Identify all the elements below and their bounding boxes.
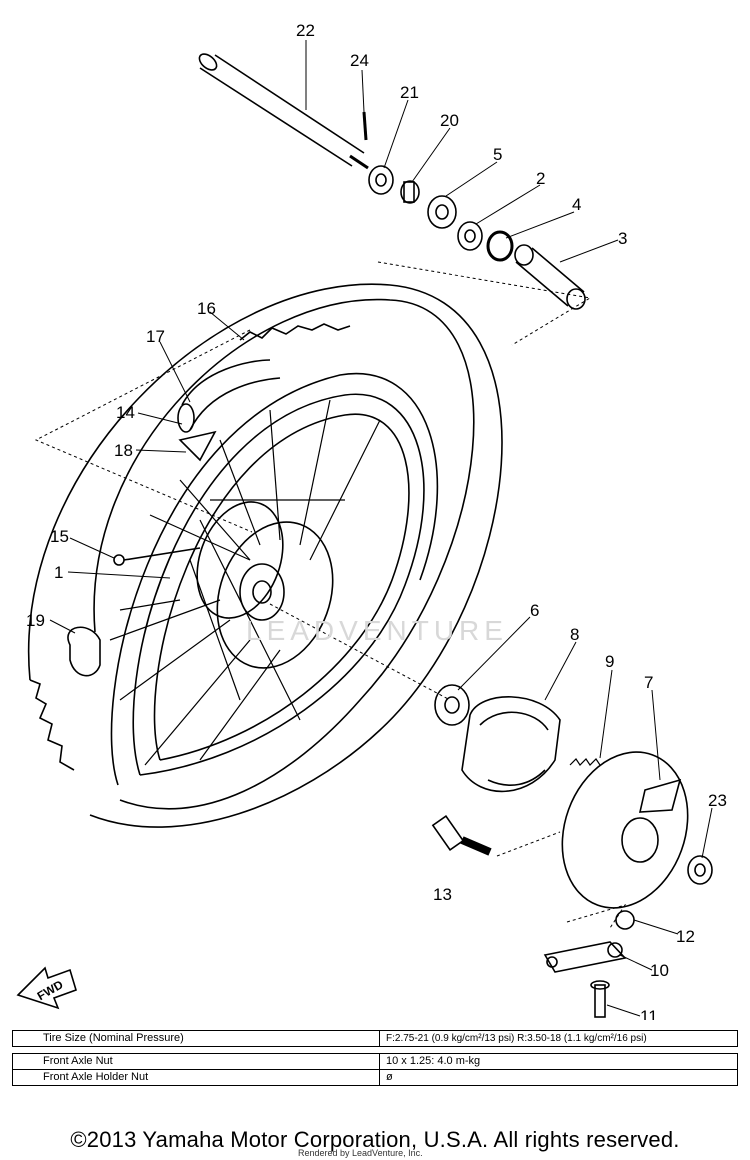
callout-4: 4	[572, 195, 581, 214]
spec-row-holder-nut: Front Axle Holder Nut ø	[12, 1069, 738, 1086]
axle-nut	[687, 855, 713, 885]
cotter-pin	[362, 111, 368, 141]
callout-1: 1	[54, 563, 63, 582]
bearing-6	[434, 684, 470, 726]
spec-row-axle-nut: Front Axle Nut 10 x 1.25: 4.0 m-kg	[12, 1053, 738, 1070]
front-axle	[198, 53, 369, 170]
tire-size-label: Tire Size (Nominal Pressure)	[12, 1030, 380, 1047]
copyright-notice: ©2013 Yamaha Motor Corporation, U.S.A. A…	[70, 1127, 680, 1152]
callout-2: 2	[536, 169, 545, 188]
hub	[196, 501, 334, 669]
spacer	[400, 180, 420, 204]
circlip	[486, 230, 514, 262]
rim-band	[67, 626, 101, 677]
spec-table: Tire Size (Nominal Pressure) F:2.75-21 (…	[12, 1030, 738, 1086]
callout-23: 23	[708, 791, 727, 810]
callout-11: 11	[640, 1007, 658, 1020]
callout-19: 19	[26, 611, 45, 630]
callout-6: 6	[530, 601, 539, 620]
callout-10: 10	[650, 961, 669, 980]
return-spring	[569, 758, 601, 766]
lever-bolt	[590, 980, 610, 1018]
callout-14: 14	[116, 403, 135, 422]
spokes	[109, 399, 381, 766]
callout-7: 7	[644, 673, 653, 692]
oil-seal	[457, 221, 483, 251]
brake-camshaft	[431, 815, 492, 856]
axle-nut-label: Front Axle Nut	[12, 1053, 380, 1070]
exploded-view-guides	[34, 261, 627, 929]
camshaft-nut	[615, 910, 635, 930]
callout-17: 17	[146, 327, 165, 346]
tire-size-value: F:2.75-21 (0.9 kg/cm²/13 psi) R:3.50-18 …	[379, 1030, 738, 1047]
inner-tube	[177, 359, 281, 462]
render-credit: Rendered by LeadVenture, Inc.	[298, 1148, 423, 1158]
holder-nut-value: ø	[379, 1069, 738, 1086]
callout-5: 5	[493, 145, 502, 164]
callout-15: 15	[50, 527, 69, 546]
camshaft-lever	[543, 941, 627, 973]
fwd-arrow-icon	[16, 966, 77, 1010]
holder-nut-label: Front Axle Holder Nut	[12, 1069, 380, 1086]
fwd-label: FWD	[35, 977, 66, 1003]
callout-8: 8	[570, 625, 579, 644]
callout-13: 13	[433, 885, 452, 904]
leader-lines	[49, 40, 713, 1017]
axle-nut-value: 10 x 1.25: 4.0 m-kg	[379, 1053, 738, 1070]
callout-9: 9	[605, 652, 614, 671]
callout-3: 3	[618, 229, 627, 248]
spoke-nipple	[113, 547, 201, 566]
watermark-text: LEADVENTURE	[246, 615, 508, 646]
brake-plate	[561, 751, 689, 909]
callout-24: 24	[350, 51, 369, 70]
callout-12: 12	[676, 927, 695, 946]
bearing-5	[427, 195, 457, 229]
callout-20: 20	[440, 111, 459, 130]
brake-shoes	[461, 696, 561, 793]
axle-collar	[368, 165, 394, 195]
callout-21: 21	[400, 83, 419, 102]
callout-22: 22	[296, 21, 315, 40]
exploded-diagram: LEADVENTURE FWD 22 24 21 20 5 2 4 3 16 1…	[16, 21, 727, 1020]
spacer-tube	[514, 244, 586, 310]
callout-16: 16	[197, 299, 216, 318]
tire	[27, 283, 503, 828]
callout-18: 18	[114, 441, 133, 460]
spec-row-tire-size: Tire Size (Nominal Pressure) F:2.75-21 (…	[12, 1030, 738, 1047]
